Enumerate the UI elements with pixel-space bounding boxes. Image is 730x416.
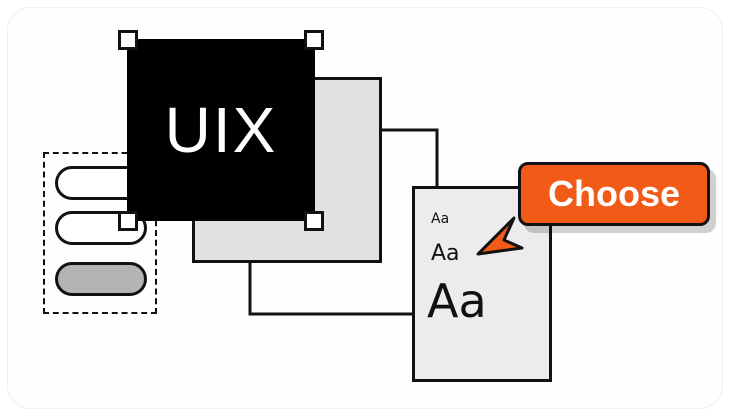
type-sample-medium: Aa bbox=[431, 241, 460, 266]
resize-handle-icon[interactable] bbox=[118, 30, 138, 50]
logo-text: UIX bbox=[164, 94, 278, 166]
type-sample-large: Aa bbox=[427, 274, 487, 328]
resize-handle-icon[interactable] bbox=[304, 211, 324, 231]
resize-handle-icon[interactable] bbox=[304, 30, 324, 50]
choose-button[interactable]: Choose bbox=[518, 162, 710, 226]
connector-bottom bbox=[248, 263, 412, 316]
connector-top bbox=[382, 128, 439, 186]
uix-logo-box[interactable]: UIX bbox=[127, 39, 315, 221]
type-sample-small: Aa bbox=[431, 211, 450, 227]
pill-filled bbox=[55, 262, 147, 296]
resize-handle-icon[interactable] bbox=[118, 211, 138, 231]
typography-document: Aa Aa Aa bbox=[412, 186, 552, 382]
choose-button-label: Choose bbox=[547, 173, 680, 214]
cursor-arrow-icon bbox=[476, 216, 524, 256]
